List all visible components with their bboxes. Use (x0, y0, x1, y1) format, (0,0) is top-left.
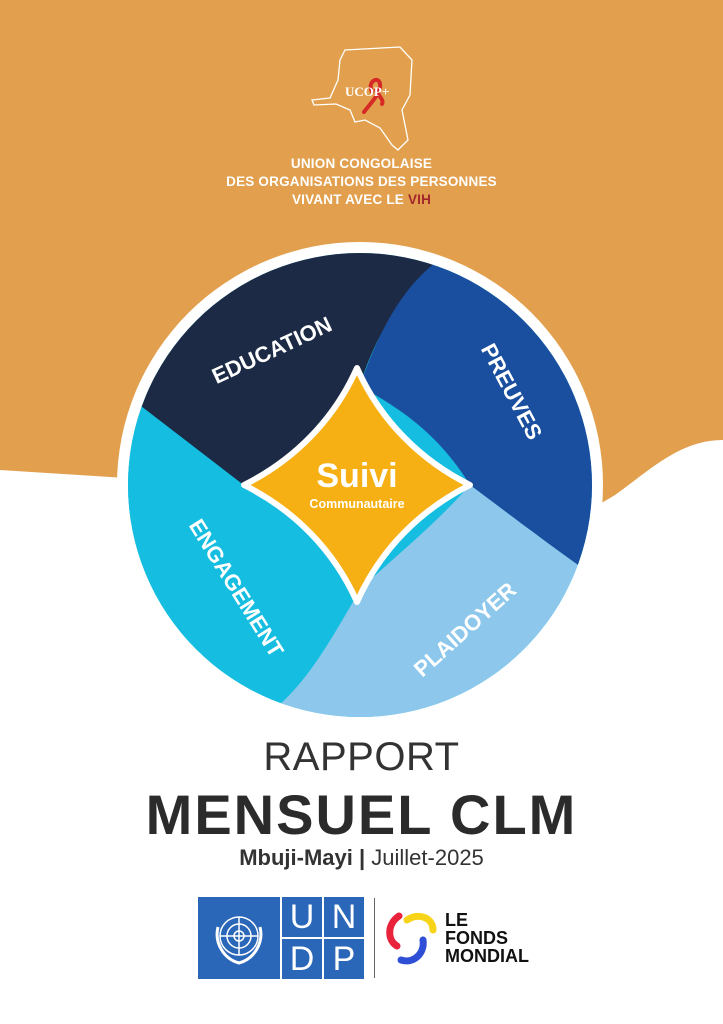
gf-line: LE (445, 910, 469, 930)
org-vih: VIH (407, 192, 432, 207)
global-fund-logo-text: LE FONDS MONDIAL (445, 911, 529, 965)
subtitle-separator: | (359, 845, 366, 870)
svg-text:UCOP+: UCOP+ (345, 84, 389, 99)
undp-letter: N (324, 897, 364, 937)
org-line-3-text: VIVANT AVEC LE (291, 192, 408, 207)
un-emblem-icon (198, 897, 280, 979)
organization-name: UNION CONGOLAISE DES ORGANISATIONS DES P… (0, 155, 723, 209)
center-diamond (241, 365, 473, 605)
global-fund-swirl-icon (386, 912, 437, 965)
report-title-line1: RAPPORT (263, 735, 460, 779)
logo-divider (374, 898, 375, 978)
report-title-line2: MENSUEL CLM (145, 783, 578, 846)
undp-letter: D (282, 939, 322, 979)
report-location: Mbuji-Mayi (239, 845, 353, 870)
org-line-2: DES ORGANISATIONS DES PERSONNES (226, 174, 497, 189)
red-ribbon-icon (362, 77, 385, 114)
ucop-logo: UCOP+ (311, 46, 413, 151)
center-subtitle: Communautaire (309, 497, 404, 511)
undp-letter: P (324, 939, 364, 979)
partner-logos: U N D P LE FONDS MONDIAL (198, 897, 529, 979)
report-period: Juillet-2025 (371, 845, 484, 870)
report-subtitle: Mbuji-Mayi | Juillet-2025 (0, 845, 723, 871)
gf-line: FONDS (445, 928, 508, 948)
org-line-3: VIVANT AVEC LE VIH (0, 191, 723, 209)
clm-circle-diagram: Suivi Communautaire EDUCATION PREUVES PL… (117, 242, 603, 728)
gf-line: MONDIAL (445, 946, 529, 966)
center-title: Suivi (316, 457, 397, 495)
undp-logo: U N D P (282, 897, 364, 979)
org-line-1: UNION CONGOLAISE (290, 156, 433, 171)
undp-letter: U (282, 897, 322, 937)
